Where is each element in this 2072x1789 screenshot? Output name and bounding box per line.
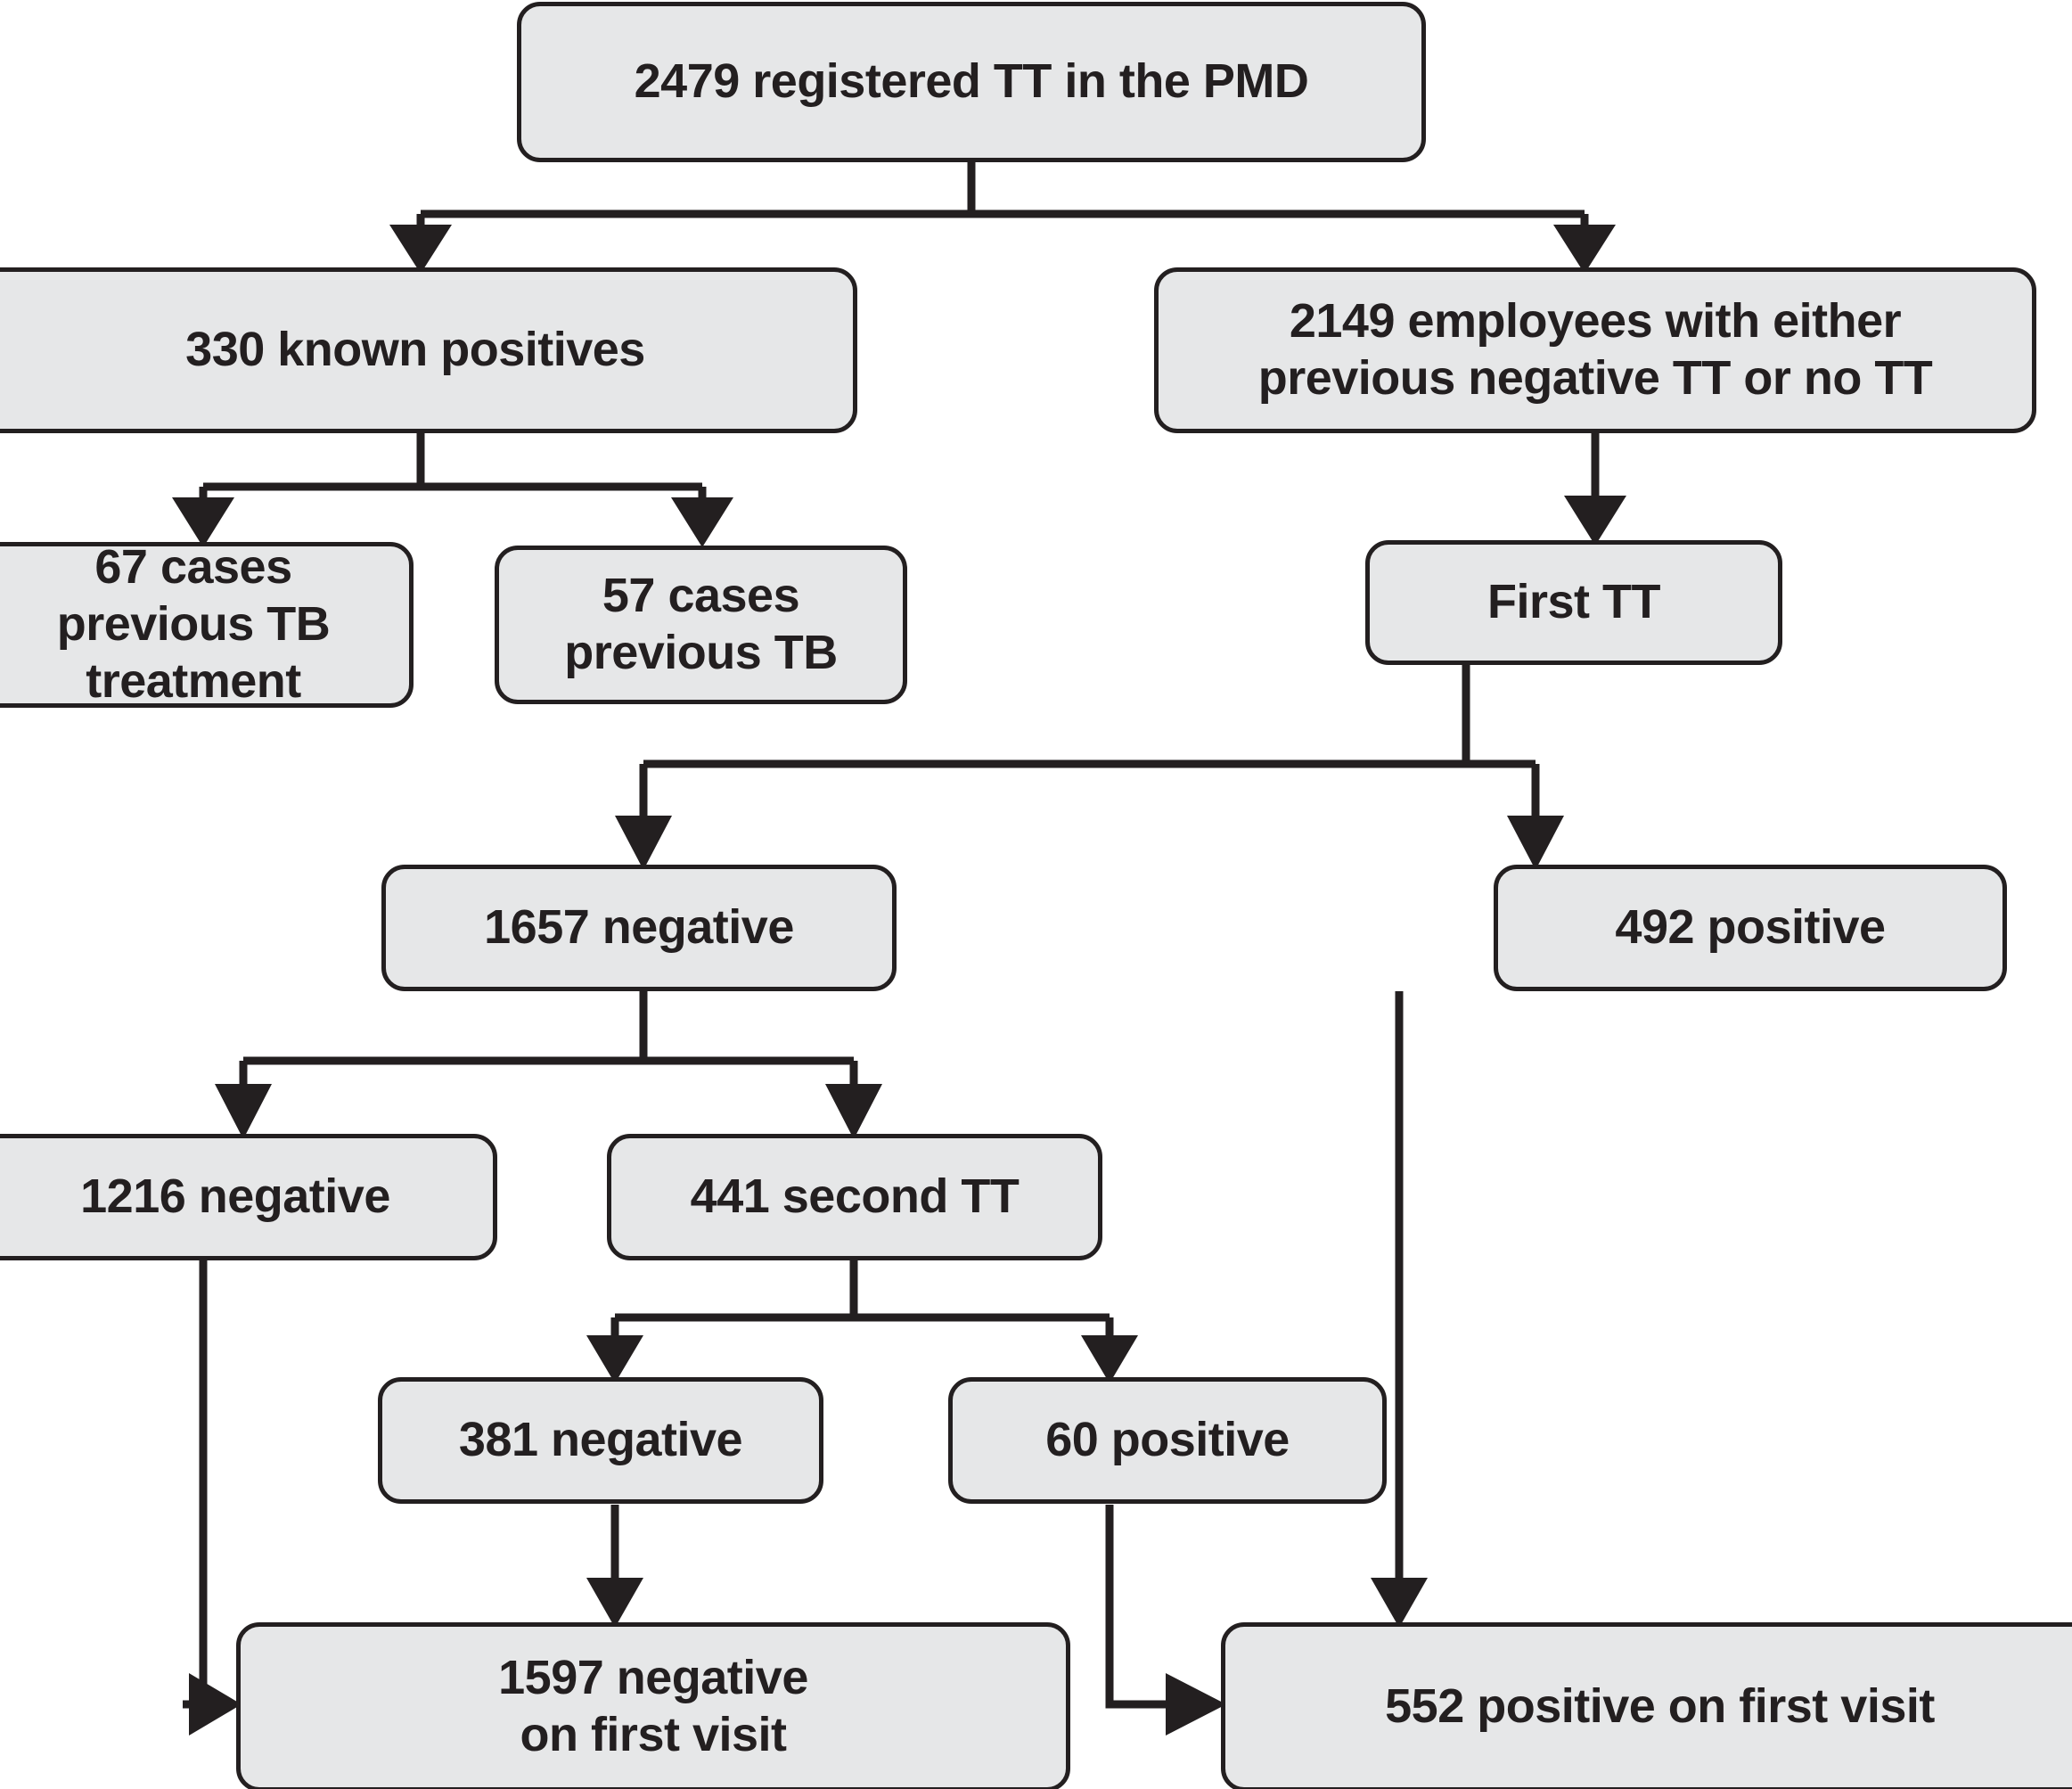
arrowhead-to-1597-top bbox=[586, 1578, 643, 1628]
node-prev-tb-treatment[interactable]: 67 cases previous TB treatment bbox=[0, 540, 414, 708]
arrowhead-to-381 bbox=[586, 1335, 643, 1383]
node-second-tt[interactable]: 441 second TT bbox=[607, 1134, 1102, 1260]
node-label: 492 positive bbox=[1615, 900, 1886, 955]
node-label: 60 positive bbox=[1045, 1413, 1290, 1467]
arrowhead-to-second-tt bbox=[825, 1084, 882, 1139]
node-label: 381 negative bbox=[458, 1413, 743, 1467]
node-negative-1216[interactable]: 1216 negative bbox=[0, 1134, 497, 1260]
node-second-negative[interactable]: 381 negative bbox=[378, 1377, 823, 1504]
arrowhead-to-prev-tb bbox=[671, 497, 733, 547]
node-first-tt[interactable]: First TT bbox=[1365, 540, 1782, 665]
node-negative-first-visit[interactable]: 1597 negative on first visit bbox=[236, 1622, 1070, 1789]
arrowhead-to-first-negative bbox=[615, 816, 672, 870]
arrowhead-to-first-positive bbox=[1507, 816, 1564, 870]
edge-1216-to-1597 bbox=[183, 1260, 208, 1709]
node-prev-tb[interactable]: 57 cases previous TB bbox=[495, 546, 907, 704]
node-label: 2149 employees with either previous nega… bbox=[1257, 294, 1933, 405]
node-first-positive[interactable]: 492 positive bbox=[1494, 865, 2007, 991]
node-employees-negative-or-no-tt[interactable]: 2149 employees with either previous nega… bbox=[1154, 267, 2036, 433]
arrowhead-to-552-left bbox=[1166, 1673, 1226, 1736]
edge-60-to-552 bbox=[1105, 1505, 1169, 1709]
node-label: 552 positive on first visit bbox=[1385, 1679, 1935, 1734]
node-second-positive[interactable]: 60 positive bbox=[948, 1377, 1387, 1504]
arrowhead-to-known-positives bbox=[389, 225, 452, 274]
arrowhead-to-employees bbox=[1553, 225, 1616, 274]
node-first-negative[interactable]: 1657 negative bbox=[381, 865, 897, 991]
node-label: 57 cases previous TB bbox=[564, 569, 838, 679]
node-label: 67 cases previous TB treatment bbox=[56, 540, 331, 708]
node-registered[interactable]: 2479 registered TT in the PMD bbox=[517, 2, 1426, 162]
node-label: First TT bbox=[1487, 575, 1661, 629]
node-label: 330 known positives bbox=[185, 323, 645, 377]
node-label: 1216 negative bbox=[80, 1169, 390, 1224]
arrowhead-to-1216 bbox=[215, 1084, 272, 1139]
arrowhead-to-first-tt bbox=[1564, 496, 1626, 546]
arrowhead-to-1597-left bbox=[189, 1673, 242, 1736]
node-known-positives[interactable]: 330 known positives bbox=[0, 267, 857, 433]
arrowhead-to-60 bbox=[1081, 1335, 1138, 1383]
node-label: 2479 registered TT in the PMD bbox=[634, 54, 1309, 109]
node-positive-first-visit[interactable]: 552 positive on first visit bbox=[1221, 1622, 2072, 1789]
node-label: 1657 negative bbox=[484, 900, 794, 955]
arrowhead-to-552-top bbox=[1371, 1578, 1428, 1628]
node-label: 441 second TT bbox=[690, 1169, 1020, 1224]
node-label: 1597 negative on first visit bbox=[498, 1651, 808, 1761]
